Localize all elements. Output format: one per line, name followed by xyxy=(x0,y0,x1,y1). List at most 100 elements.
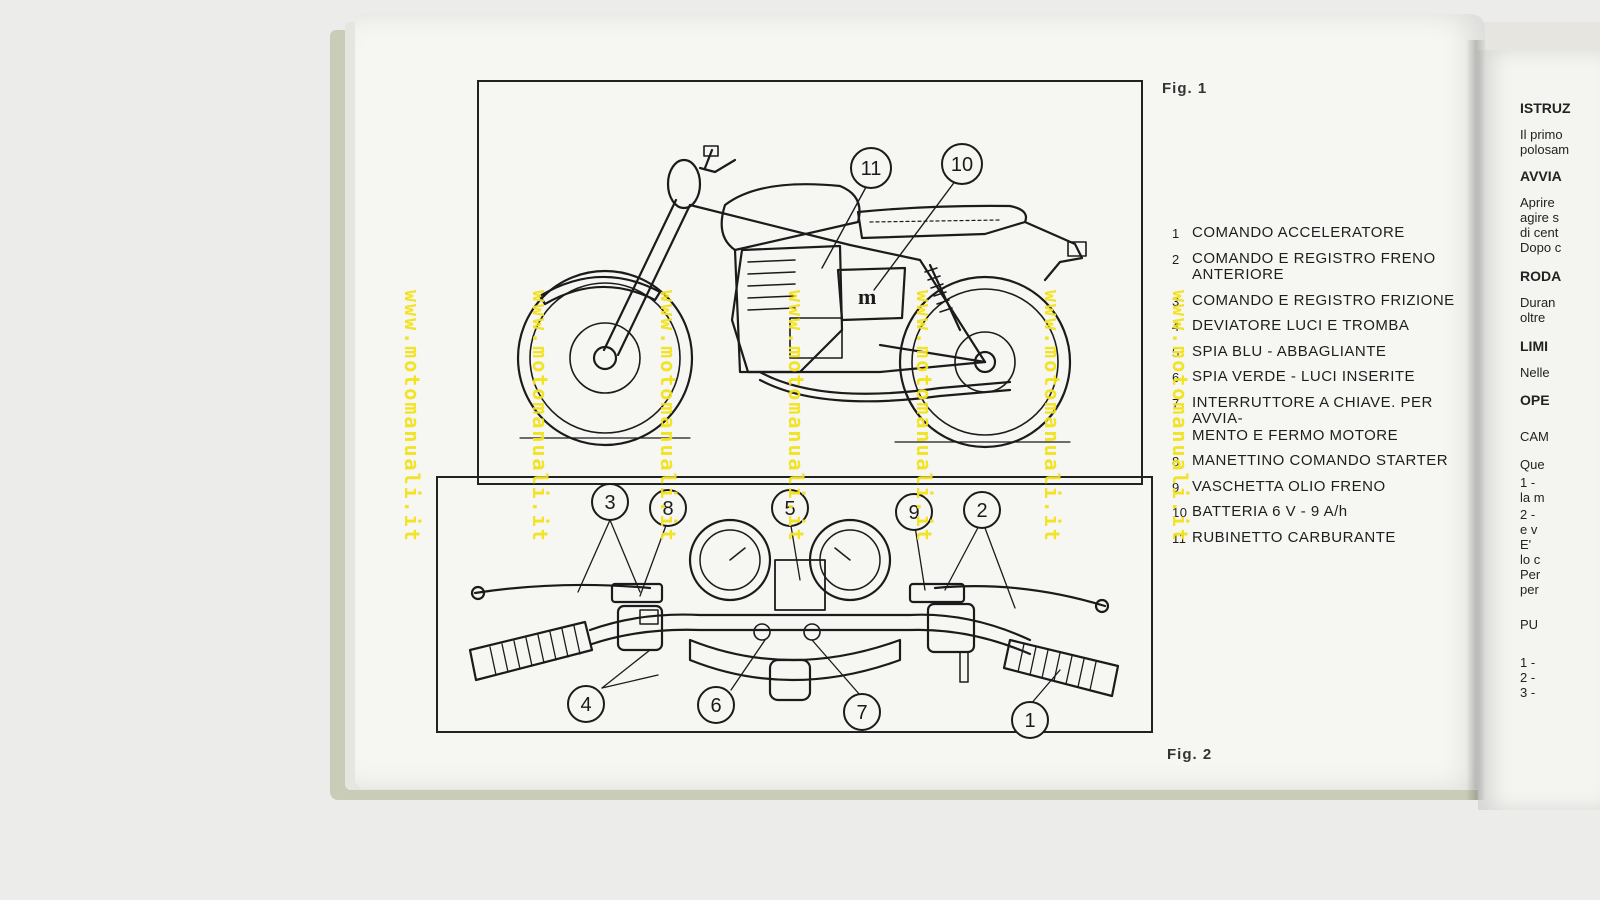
callout-10: 10 xyxy=(941,143,983,185)
legend-item: 10 BATTERIA 6 V - 9 A/h xyxy=(1172,503,1482,521)
legend-text: MANETTINO COMANDO STARTER xyxy=(1192,452,1449,469)
legend-item: 6 SPIA VERDE - LUCI INSERITE xyxy=(1172,368,1482,386)
legend-number: 10 xyxy=(1172,505,1188,520)
legend-item: 3 COMANDO E REGISTRO FRIZIONE xyxy=(1172,291,1482,310)
callout-markers: 11 10 3 8 5 9 2 4 6 7 1 xyxy=(567,143,1049,739)
page-gutter xyxy=(1466,40,1486,800)
legend-item: 8 MANETTINO COMANDO STARTER xyxy=(1172,452,1482,470)
fig1-frame xyxy=(477,80,1143,485)
right-text-line: Dopo c xyxy=(1520,240,1562,255)
right-text-line: CAM xyxy=(1520,429,1549,444)
legend-number: 6 xyxy=(1172,370,1180,385)
legend-item: 2 COMANDO E REGISTRO FRENO ANTERIORE xyxy=(1172,249,1482,284)
right-text-line: Duran xyxy=(1520,295,1556,310)
right-text-line: PU xyxy=(1520,617,1539,632)
right-text-line: 1 - xyxy=(1520,655,1536,670)
legend-item: 4 DEVIATORE LUCI E TROMBA xyxy=(1172,317,1482,335)
legend-number: 5 xyxy=(1172,344,1180,360)
callout-5: 5 xyxy=(771,489,809,527)
right-text-line: polosam xyxy=(1520,142,1570,157)
svg-text:5: 5 xyxy=(784,498,795,520)
legend-number: 7 xyxy=(1172,395,1180,411)
right-text-line: ISTRUZ xyxy=(1520,100,1571,116)
right-text-line: per xyxy=(1520,582,1539,597)
legend-text: SPIA VERDE - LUCI INSERITE xyxy=(1192,368,1416,385)
svg-text:m: m xyxy=(858,284,876,309)
right-text-line: oltre xyxy=(1520,310,1546,325)
right-text-line: 2 - xyxy=(1520,507,1536,522)
watermark-text: www.motomanuali.it xyxy=(784,290,808,543)
legend-item: 11 RUBINETTO CARBURANTE xyxy=(1172,528,1482,547)
right-text-line: la m xyxy=(1520,490,1545,505)
watermark-text: www.motomanuali.it xyxy=(656,290,680,543)
legend-number: 4 xyxy=(1172,319,1180,334)
watermark-text: www.motomanuali.it xyxy=(912,290,936,543)
legend-text: INTERRUTTORE A CHIAVE. PER AVVIA- MENTO … xyxy=(1192,393,1433,444)
legend-number: 3 xyxy=(1172,293,1180,309)
legend-item: 5 SPIA BLU - ABBAGLIANTE xyxy=(1172,342,1482,361)
legend-number: 11 xyxy=(1172,530,1187,546)
legend-text: BATTERIA 6 V - 9 A/h xyxy=(1192,503,1348,520)
callout-9: 9 xyxy=(895,493,933,531)
handlebar-drawing xyxy=(468,518,1120,706)
right-text-line: AVVIA xyxy=(1520,168,1562,184)
right-text-line: agire s xyxy=(1520,210,1560,225)
watermark-text: www.motomanuali.it xyxy=(400,290,424,543)
svg-text:7: 7 xyxy=(856,702,867,724)
right-text-line: Nelle xyxy=(1520,365,1550,380)
right-text-line: Que xyxy=(1520,457,1545,472)
right-text-line: Aprire xyxy=(1520,195,1555,210)
svg-text:4: 4 xyxy=(580,694,591,716)
right-page-text: ISTRUZ Il primo polosam AVVIA Aprire agi… xyxy=(1520,100,1600,720)
svg-text:11: 11 xyxy=(861,158,882,180)
right-text-line: Per xyxy=(1520,567,1541,582)
right-page xyxy=(1478,50,1600,810)
callout-3: 3 xyxy=(591,483,629,521)
svg-text:2: 2 xyxy=(976,500,987,522)
fig2-frame xyxy=(436,476,1153,733)
legend-text: DEVIATORE LUCI E TROMBA xyxy=(1192,317,1410,334)
legend-text: COMANDO E REGISTRO FRIZIONE xyxy=(1192,291,1455,309)
svg-text:8: 8 xyxy=(662,498,673,520)
legend-item: 7 INTERRUTTORE A CHIAVE. PER AVVIA- MENTO… xyxy=(1172,393,1482,445)
watermark-text: www.motomanuali.it xyxy=(1168,290,1192,543)
fig2-label: Fig. 2 xyxy=(1167,746,1213,763)
right-text-line: E' xyxy=(1520,537,1532,552)
legend-number: 8 xyxy=(1172,454,1180,469)
callout-6: 6 xyxy=(697,686,735,724)
right-text-line: 2 - xyxy=(1520,670,1536,685)
svg-text:3: 3 xyxy=(604,492,615,514)
right-text-line: RODA xyxy=(1520,268,1562,284)
callout-8: 8 xyxy=(649,489,687,527)
watermark-text: www.motomanuali.it xyxy=(1040,290,1064,543)
legend-number: 9 xyxy=(1172,479,1180,495)
callout-7: 7 xyxy=(843,693,881,731)
legend-text: COMANDO ACCELERATORE xyxy=(1192,224,1405,241)
callout-2: 2 xyxy=(963,491,1001,529)
legend-text: COMANDO E REGISTRO FRENO ANTERIORE xyxy=(1192,249,1436,283)
legend-item: 9 VASCHETTA OLIO FRENO xyxy=(1172,477,1482,496)
right-text-line: Il primo xyxy=(1520,127,1563,142)
watermark-text: www.motomanuali.it xyxy=(528,290,552,543)
svg-text:1: 1 xyxy=(1024,710,1035,732)
legend-text: VASCHETTA OLIO FRENO xyxy=(1192,477,1386,495)
callout-1: 1 xyxy=(1011,701,1049,739)
svg-text:6: 6 xyxy=(710,695,721,717)
callout-11: 11 xyxy=(850,147,892,189)
legend-text: RUBINETTO CARBURANTE xyxy=(1192,528,1396,546)
right-text-line: di cent xyxy=(1520,225,1559,240)
legend-number: 2 xyxy=(1172,251,1180,267)
right-text-line: OPE xyxy=(1520,392,1550,408)
svg-text:9: 9 xyxy=(908,502,919,524)
right-text-line: LIMI xyxy=(1520,338,1548,354)
right-text-line: e v xyxy=(1520,522,1538,537)
right-text-line: 1 - xyxy=(1520,475,1536,490)
motorcycle-drawing: m xyxy=(516,145,1087,449)
fig1-label: Fig. 1 xyxy=(1162,80,1208,97)
callout-4: 4 xyxy=(567,685,605,723)
legend-text: SPIA BLU - ABBAGLIANTE xyxy=(1192,342,1387,360)
